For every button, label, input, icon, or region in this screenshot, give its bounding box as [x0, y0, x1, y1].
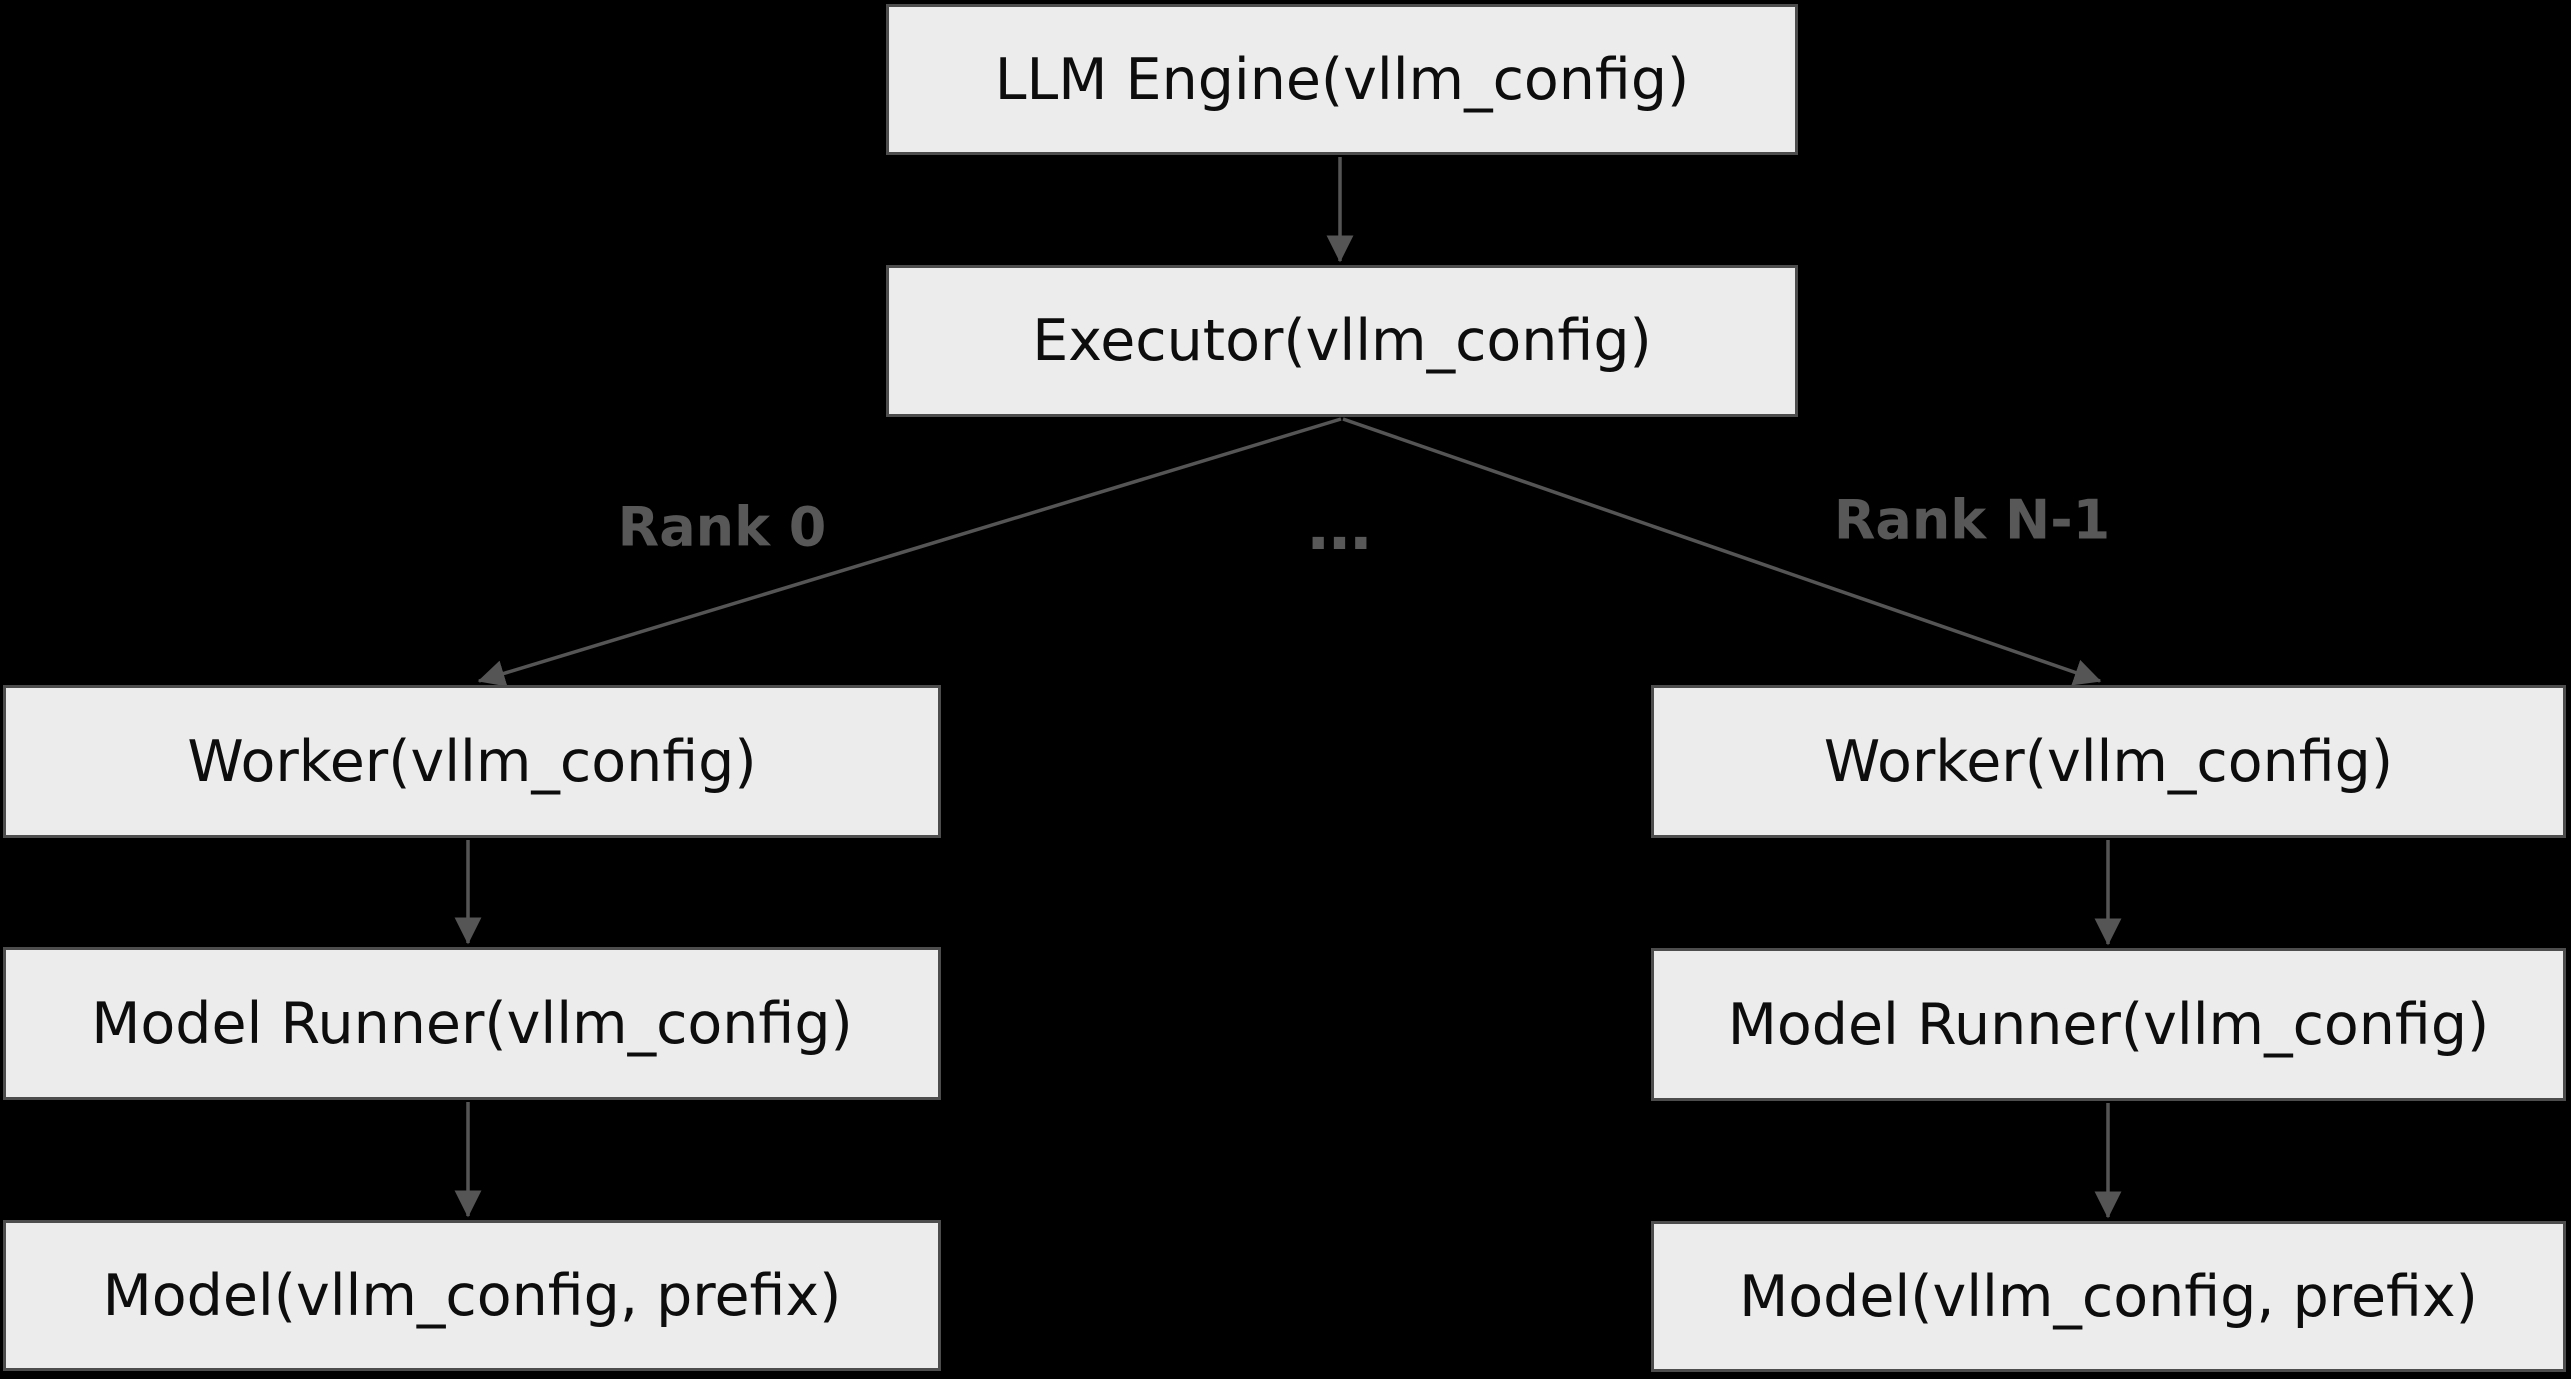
- node-llm-engine: LLM Engine(vllm_config): [886, 4, 1798, 155]
- edge-label-ellipsis: …: [1307, 491, 1375, 565]
- node-worker-rank-n: Worker(vllm_config): [1651, 685, 2566, 838]
- node-executor: Executor(vllm_config): [886, 265, 1798, 417]
- edge-label-rank-0: Rank 0: [617, 495, 827, 559]
- arrow-executor-to-worker-rank-n: [1342, 417, 2102, 686]
- node-model-runner-rank-n: Model Runner(vllm_config): [1651, 948, 2566, 1101]
- node-model-rank-n: Model(vllm_config, prefix): [1651, 1221, 2566, 1372]
- arrow-executor-to-worker-rank0: [477, 417, 1342, 687]
- node-model-rank0: Model(vllm_config, prefix): [3, 1220, 941, 1371]
- node-model-runner-rank0: Model Runner(vllm_config): [3, 947, 941, 1100]
- node-worker-rank0: Worker(vllm_config): [3, 685, 941, 838]
- edge-label-rank-n-1: Rank N-1: [1833, 488, 2111, 552]
